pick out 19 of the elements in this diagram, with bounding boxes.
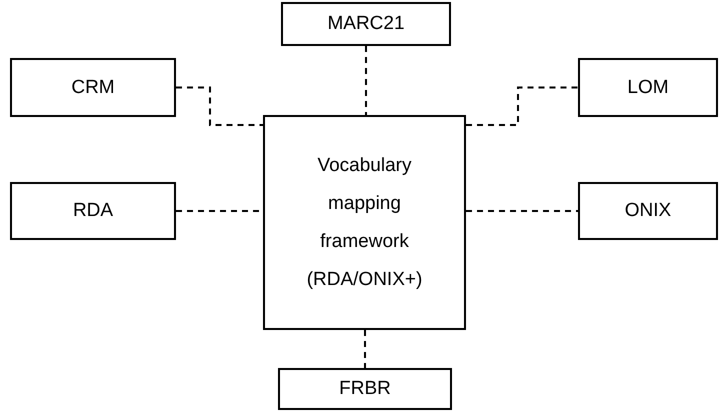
box <box>278 368 452 410</box>
box <box>10 58 176 117</box>
dashed-connector <box>364 330 366 368</box>
dashed-connector <box>365 46 367 115</box>
box <box>578 182 718 240</box>
box-label: ONIX <box>624 199 672 223</box>
box-label: Vocabulary mapping framework (RDA/ONIX+) <box>306 154 424 292</box>
box-label: MARC21 <box>327 12 405 36</box>
box-label: FRBR <box>339 377 391 401</box>
dashed-connector <box>176 86 263 126</box>
box <box>578 58 718 117</box>
box-label: LOM <box>627 76 669 100</box>
dashed-connector <box>466 210 578 212</box>
box-label: CRM <box>71 76 115 100</box>
box-label: RDA <box>72 199 114 223</box>
box <box>281 2 451 46</box>
box <box>10 182 176 240</box>
box <box>263 115 466 330</box>
dashed-connector <box>466 86 578 126</box>
